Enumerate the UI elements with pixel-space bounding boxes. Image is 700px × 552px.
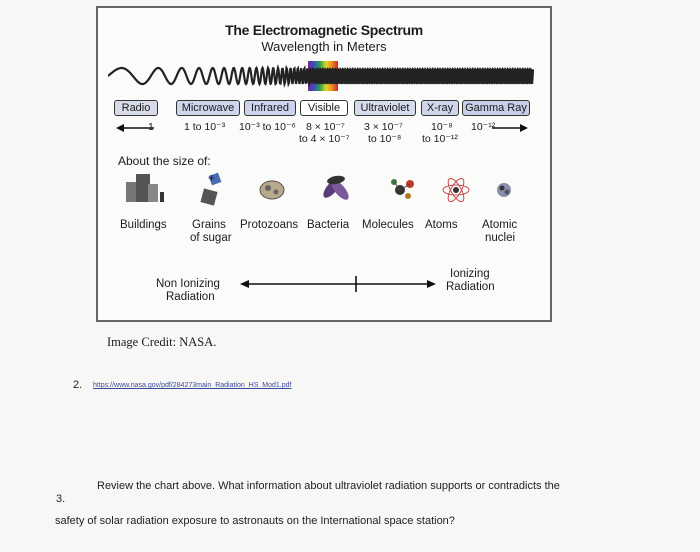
about-size-label: About the size of: — [118, 154, 211, 168]
protozoan-icon — [259, 180, 285, 200]
wave-line — [108, 63, 535, 89]
wavelength-xray-2: to 10⁻¹² — [422, 133, 458, 145]
spectrum-figure: The Electromagnetic Spectrum Wavelength … — [96, 6, 552, 322]
band-microwave: Microwave — [176, 100, 240, 116]
ionizing-scale-arrow — [240, 276, 436, 292]
reference-link[interactable]: https://www.nasa.gov/pdf/284273main_Radi… — [93, 382, 292, 389]
wavelength-xray: 10⁻⁸ — [431, 121, 453, 133]
wavelength-uv: 3 × 10⁻⁷ — [364, 121, 403, 133]
figure-subtitle: Wavelength in Meters — [261, 39, 387, 54]
size-label-protozoans: Protozoans — [240, 219, 299, 231]
sugar-grains-icon: + — [200, 171, 222, 206]
size-icons: + — [126, 171, 511, 206]
size-label-nuclei: nuclei — [485, 232, 516, 244]
size-label-buildings: Buildings — [120, 219, 167, 231]
bacteria-icon — [323, 175, 349, 200]
wave-graphic — [108, 61, 535, 91]
size-label-grains: Grains — [192, 219, 226, 231]
band-visible: Visible — [300, 100, 348, 116]
size-label-atoms: Atoms — [425, 219, 458, 231]
molecules-icon — [391, 179, 414, 199]
buildings-icon — [126, 174, 164, 202]
wavelength-uv-2: to 10⁻⁸ — [368, 133, 402, 145]
band-xray: X-ray — [421, 100, 459, 116]
wavelength-microwave: 1 to 10⁻³ — [184, 121, 226, 133]
wavelength-radio: 1 — [148, 121, 154, 133]
question-line-2: safety of solar radiation exposure to as… — [55, 515, 455, 527]
atom-icon — [442, 177, 470, 203]
question-line-1: Review the chart above. What information… — [97, 480, 560, 492]
size-label-molecules: Molecules — [362, 219, 414, 231]
size-label-bacteria: Bacteria — [307, 219, 350, 231]
non-ionizing-label-2: Radiation — [166, 291, 215, 303]
size-label-atomic: Atomic — [482, 219, 518, 231]
band-radio: Radio — [114, 100, 158, 116]
band-infrared: Infrared — [244, 100, 296, 116]
non-ionizing-label-1: Non Ionizing — [156, 278, 220, 290]
ionizing-label-2: Radiation — [446, 281, 495, 293]
figure-title: The Electromagnetic Spectrum — [225, 22, 423, 38]
band-gamma: Gamma Ray — [462, 100, 530, 116]
size-label-grains-2: of sugar — [190, 232, 232, 244]
band-ultraviolet: Ultraviolet — [354, 100, 416, 116]
question-number: 3. — [56, 493, 66, 505]
right-arrow — [492, 124, 528, 132]
wavelength-visible: 8 × 10⁻⁷ — [306, 121, 345, 133]
left-arrow — [116, 124, 154, 132]
image-credit: Image Credit: NASA. — [107, 335, 217, 349]
reference-number: 2. — [73, 379, 83, 391]
atomic-nucleus-icon — [497, 183, 511, 197]
svg-text:+: + — [208, 171, 215, 185]
ionizing-label-1: Ionizing — [450, 268, 490, 280]
wavelength-visible-2: to 4 × 10⁻⁷ — [299, 133, 350, 145]
wavelength-gamma: 10⁻¹² — [471, 121, 496, 133]
wavelength-infrared: 10⁻³ to 10⁻⁶ — [239, 121, 296, 133]
